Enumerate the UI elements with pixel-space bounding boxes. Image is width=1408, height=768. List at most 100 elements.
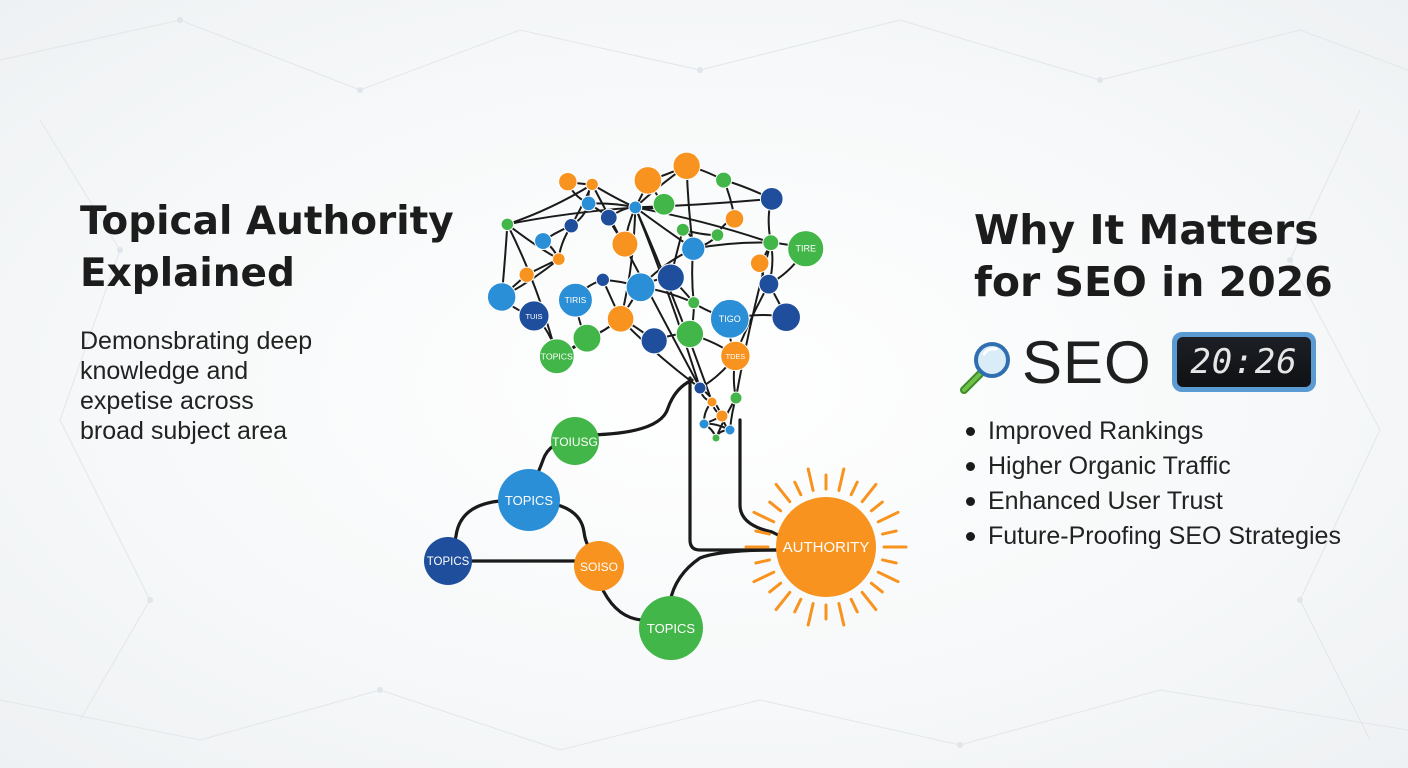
authority-node: AUTHORITY	[776, 497, 876, 597]
lower-node-label: TOPICS	[505, 493, 553, 508]
authority-label: AUTHORITY	[783, 539, 870, 556]
bullet-icon	[966, 462, 975, 471]
sun-ray	[793, 597, 803, 614]
sun-ray	[849, 597, 859, 614]
sun-ray	[774, 482, 792, 504]
sun-ray	[768, 581, 783, 594]
brain-node-label: TIGO	[719, 314, 741, 324]
sun-ray	[752, 570, 776, 584]
brain-node	[558, 282, 593, 318]
description-text: Demonsbrating deep knowledge and expetis…	[80, 326, 312, 446]
seo-2026-banner: SEO 20:26	[956, 332, 1336, 394]
digital-clock-icon: 20:26	[1172, 332, 1316, 392]
lower-node-1: TOIUSG	[551, 417, 599, 465]
sun-ray	[881, 558, 898, 565]
brain-node	[500, 217, 515, 232]
brain-node	[563, 217, 579, 234]
clock-display: 20:26	[1177, 337, 1311, 387]
brain-link	[635, 197, 772, 209]
sun-icon	[744, 467, 908, 627]
lower-node-2: TOPICS	[498, 469, 560, 531]
brain-node	[628, 200, 643, 215]
brain-node	[715, 409, 729, 423]
brain-node	[640, 327, 668, 355]
sun-ray	[876, 570, 900, 584]
brain-node	[572, 323, 602, 353]
description-line: expetise across	[80, 387, 254, 415]
brain-node	[518, 266, 535, 283]
brain-link	[507, 183, 593, 226]
brain-node-label: TDES	[726, 352, 746, 361]
brain-node	[706, 396, 718, 408]
section-title-line: Why It Matters	[974, 206, 1319, 254]
brain-node	[771, 302, 801, 333]
sun-ray	[849, 480, 859, 497]
description-line: knowledge and	[80, 357, 249, 385]
brain-node	[711, 433, 721, 443]
lower-node-3: TOPICS	[424, 537, 472, 585]
brain-node	[787, 230, 825, 268]
list-item: Higher Organic Traffic	[966, 449, 1341, 484]
list-item: Future-Proofing SEO Strategies	[966, 519, 1341, 554]
brain-node	[538, 338, 575, 375]
brain-node	[681, 236, 706, 261]
sun-ray	[860, 590, 878, 612]
lower-node-5: TOPICS	[639, 596, 703, 660]
brain-node	[534, 232, 552, 251]
brain-node	[518, 300, 550, 332]
brain-node	[675, 319, 705, 349]
sun-ray	[806, 602, 815, 627]
brain-node	[599, 208, 618, 227]
lower-node-label: TOPICS	[427, 556, 470, 568]
sun-ray	[860, 482, 878, 504]
brain-node	[715, 171, 733, 189]
brain-node	[595, 272, 611, 287]
brain-node	[625, 272, 656, 303]
brain-node	[675, 222, 690, 237]
brain-node	[749, 253, 770, 274]
section-title: Why It Matters for SEO in 2026	[974, 204, 1333, 308]
bullet-icon	[966, 427, 975, 436]
benefit-text: Enhanced User Trust	[988, 487, 1223, 515]
sun-ray	[806, 467, 815, 492]
benefit-text: Future-Proofing SEO Strategies	[988, 522, 1341, 550]
main-title: Topical Authority Explained	[80, 196, 454, 300]
lower-node-label: SOISO	[580, 560, 618, 574]
sun-ray	[869, 581, 884, 594]
sun-ray	[774, 590, 792, 612]
bullet-icon	[966, 497, 975, 506]
sun-ray	[869, 500, 884, 513]
brain-node	[611, 230, 639, 258]
brain-node	[759, 186, 784, 211]
brain-node	[656, 263, 685, 292]
brain-node	[720, 340, 751, 372]
benefits-list: Improved Rankings Higher Organic Traffic…	[966, 414, 1341, 554]
brain-node	[729, 391, 743, 405]
description-line: broad subject area	[80, 417, 288, 445]
brain-node	[762, 234, 780, 252]
benefit-text: Higher Organic Traffic	[988, 452, 1231, 480]
brain-node-label: TIRE	[795, 244, 816, 254]
brain-node	[672, 151, 701, 180]
brain-node	[580, 195, 597, 212]
sun-ray	[768, 500, 783, 513]
sun-ray	[876, 510, 900, 524]
brain-link	[635, 206, 772, 244]
seo-wordmark: SEO	[1022, 329, 1152, 396]
brain-node	[585, 177, 599, 192]
brain-node	[652, 192, 676, 216]
lower-node-label: TOIUSG	[552, 435, 598, 449]
sun-ray	[837, 602, 846, 627]
brain-node	[552, 252, 566, 266]
brain-node	[724, 424, 736, 436]
sun-ray	[754, 529, 771, 536]
brain-node	[606, 305, 635, 333]
list-item: Enhanced User Trust	[966, 484, 1341, 519]
trunk-connector-lines	[446, 376, 780, 622]
brain-node	[724, 209, 745, 229]
brain-node-label: TIRIS	[565, 295, 587, 305]
brain-node	[710, 228, 725, 242]
brain-node	[633, 166, 663, 195]
brain-node	[758, 273, 780, 295]
